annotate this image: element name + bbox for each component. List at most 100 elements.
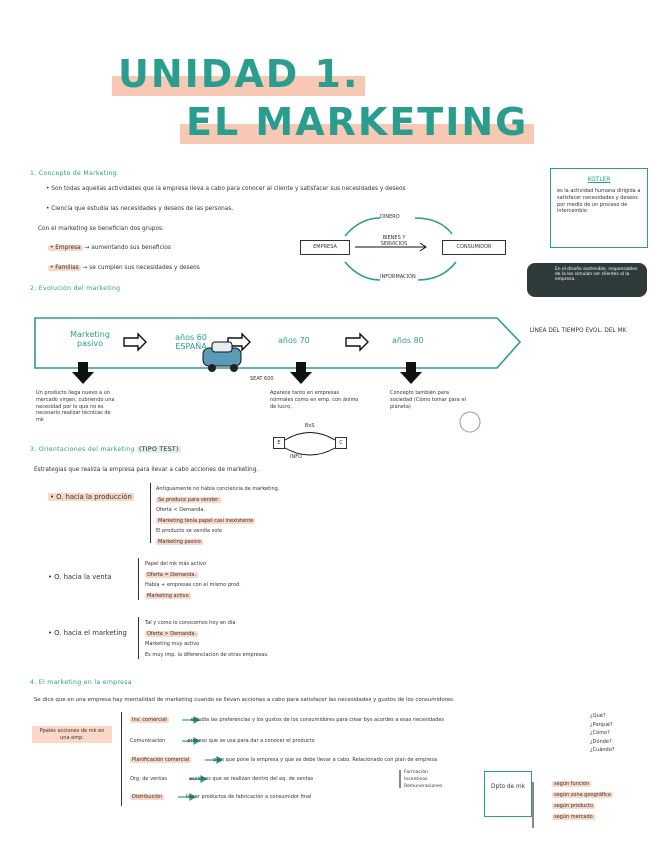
orient3-item: Es muy imp. la diferenciación de otras e… — [145, 651, 269, 658]
group1-desc: → aumentando sus beneficios — [84, 245, 171, 251]
orient-marketing: • O. hacia el marketing — [48, 629, 127, 637]
s4-row-key: Comunicación — [130, 738, 166, 744]
timeline-note2: Aparece tanto en empresas normales como … — [270, 390, 359, 410]
cycle-bienes: BIENES Y SERVICIOS — [380, 235, 408, 247]
dpto-item: según función — [552, 781, 592, 787]
dpto-label: Dpto de mk — [491, 784, 525, 790]
ec-e: E — [273, 437, 285, 449]
cycle-informacion: INFORMACIÓN — [380, 274, 416, 280]
orient1-item: El producto se vendía solo — [156, 528, 222, 534]
car-label: SEAT 600 — [250, 376, 274, 382]
s4-row: Org. de ventas acciones que se realizan d… — [130, 776, 313, 782]
orient2-item: Marketing activo — [145, 592, 191, 599]
cycle-dinero: DINERO — [380, 214, 400, 220]
section2-heading: 2. Evolución del marketing — [30, 285, 121, 292]
s4-row-key: Org. de ventas — [130, 776, 167, 782]
orient1-list: Antiguamente no había conciencia de mark… — [156, 484, 279, 547]
timeline-title: LÍNEA DEL TIEMPO EVOL. DEL MK — [529, 328, 627, 334]
s4-row: Distribución llevar productos de fabricac… — [130, 794, 311, 800]
s4-row-value: estudia las preferencias y los gustos de… — [190, 717, 445, 723]
cycle-consumidor: CONSUMIDOR — [442, 240, 506, 255]
s1-group2: • Familias → se cumplen sus necesidades … — [48, 265, 200, 271]
orient1-item: Oferta < Demanda. — [156, 507, 206, 513]
dark-note-text: En el diseño sostenible, responsables de… — [555, 267, 638, 283]
ventas-sub-item: Incentivos — [404, 777, 428, 782]
dpto-list: según función según zona geográfica segú… — [552, 779, 613, 823]
s4-row-key: Planificación comercial — [130, 757, 192, 763]
kotler-box: KOTLER es la actividad humana dirigida a… — [550, 168, 648, 248]
orient-produccion-label: • O. hacia la producción — [48, 493, 134, 501]
dpto-item: según producto — [552, 803, 596, 809]
orient3-list: Tal y como lo conocemos hoy en día Ofert… — [145, 618, 269, 660]
kotler-text: es la actividad humana dirigida a satisf… — [557, 188, 641, 215]
s1-bullet2: • Ciencia que estudia las necesidades y … — [46, 206, 234, 212]
s4-row-key: Inv. comercial — [130, 717, 169, 723]
s1-group1: • Empresa → aumentando sus beneficios — [48, 245, 171, 251]
orient3-item: Oferta > Demanda. — [145, 630, 199, 637]
title-line2: EL MARKETING — [180, 100, 535, 144]
orient3-item: Marketing muy activo — [145, 641, 200, 647]
questions-list: ¿Qué? ¿Porqué? ¿Cómo? ¿Dónde? ¿Cuándo? — [590, 712, 614, 755]
orient2-list: Papel del mk más activo Oferta = Demanda… — [145, 559, 241, 601]
dark-note: En el diseño sostenible, responsables de… — [527, 263, 647, 297]
group2-label: • Familias — [48, 265, 81, 271]
question-item: ¿Qué? — [590, 713, 606, 719]
s1-groups-intro: Con el marketing se benefician dos grupo… — [38, 226, 164, 232]
ec-info: INFO — [290, 454, 303, 460]
ec-c: C — [335, 437, 347, 449]
dpto-item: según mercado — [552, 814, 595, 820]
s4-bar — [121, 712, 122, 806]
s4-row-value: llevar productos de fabricación a consum… — [185, 794, 312, 800]
section3-title: 3. Orientaciones del marketing — [30, 446, 135, 453]
timeline-label1: Marketing pasivo — [70, 330, 110, 348]
ec-bxs: BxS — [305, 423, 315, 429]
orient1-bar — [150, 483, 151, 543]
s1-bullet1: • Son todas aquellas actividades que la … — [46, 186, 406, 192]
question-item: ¿Cuándo? — [590, 747, 615, 753]
dpto-item: según zona geográfica — [552, 792, 613, 798]
orient3-item: Tal y como lo conocemos hoy en día — [145, 620, 236, 626]
s4-row-key: Distribución — [130, 794, 164, 800]
timeline-label2: años 60 ESPAÑA — [175, 333, 207, 351]
section3-tag: (TIPO TEST) — [137, 446, 181, 453]
question-item: ¿Porqué? — [590, 721, 613, 728]
dpto-box: Dpto de mk — [484, 771, 532, 817]
kotler-label: KOTLER — [587, 177, 611, 183]
question-item: ¿Cómo? — [590, 730, 610, 736]
ventas-sub-item: Remuneraciones — [404, 784, 443, 789]
s3-intro: Estrategias que realiza la empresa para … — [34, 467, 259, 473]
s4-row-value: acciones que se realizan dentro del eq. … — [188, 776, 314, 782]
ppal-label: Ppales acciones de mk en una emp. — [32, 726, 112, 743]
s4-intro: Se dice que en una empresa hay mentalida… — [34, 697, 455, 703]
ventas-sub-item: Formación — [404, 770, 428, 775]
cycle-empresa: EMPRESA — [300, 240, 350, 255]
timeline-note1: Un producto llega nuevo a un mercado vir… — [36, 390, 115, 423]
s4-row: Inv. comercial estudia las preferencias y… — [130, 717, 444, 723]
group2-desc: → se cumplen sus necesidades y deseos — [82, 265, 200, 271]
ventas-sub: Formación Incentivos Remuneraciones — [404, 769, 442, 790]
timeline-label3: años 70 — [278, 336, 310, 345]
orient2-item: Oferta = Demanda. — [145, 571, 199, 578]
s4-row-value: proceso que se usa para dar a conocer el… — [187, 738, 315, 744]
orient-produccion: • O. hacia la producción — [48, 493, 134, 501]
s4-row-value: plan que pone la empresa y que se debe l… — [213, 757, 438, 763]
question-item: ¿Dónde? — [590, 738, 612, 745]
s4-row: Planificación comercial plan que pone la … — [130, 757, 437, 763]
orient-venta: • O. hacia la venta — [48, 573, 112, 581]
title-line1: UNIDAD 1. — [112, 52, 366, 96]
group1-label: • Empresa — [48, 245, 83, 251]
orient2-item: Papel del mk más activo — [145, 561, 206, 567]
orient3-bar — [138, 617, 139, 659]
orient1-item: Antiguamente no había conciencia de mark… — [156, 486, 280, 492]
orient2-bar — [138, 558, 139, 600]
section4-heading: 4. El marketing en la empresa — [30, 679, 132, 686]
orient1-item: Marketing tenía papel casi inexistente — [156, 517, 256, 524]
s4-row: Comunicación proceso que se usa para dar … — [130, 738, 315, 744]
section1-heading: 1. Concepto de Marketing — [30, 170, 117, 177]
orient1-item: Se produce para vender. — [156, 496, 222, 503]
timeline-label4: años 80 — [392, 336, 424, 345]
timeline-note3: Concepto también para sociedad (Cómo tom… — [390, 390, 466, 410]
orient2-item: Había + empresas con el mismo prod. — [145, 582, 241, 588]
section3-heading: 3. Orientaciones del marketing (TIPO TES… — [30, 446, 181, 453]
